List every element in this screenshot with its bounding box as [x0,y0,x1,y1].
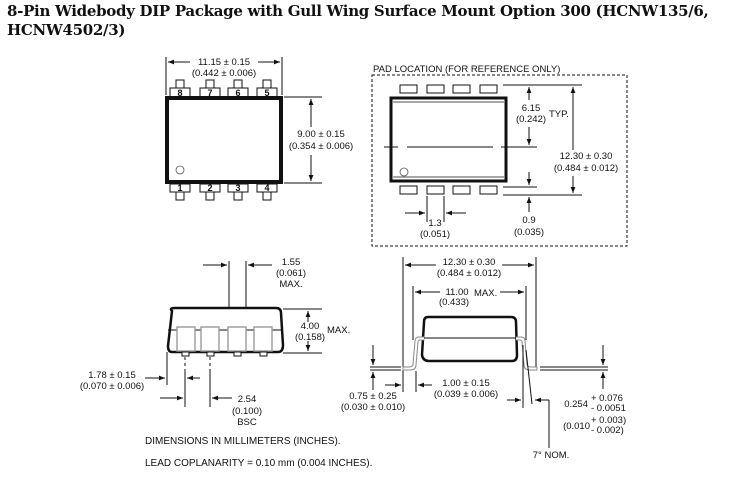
width-in: (0.442 ± 0.006) [192,68,256,79]
pad-width-mm: 1.3 [428,218,441,229]
pin1-indicator [175,165,185,175]
pads-bottom [399,185,498,195]
standoff-in: (0.030 ± 0.010) [341,402,405,413]
thickness-in-plus: + 0.003) [591,415,626,426]
side-height-in: (0.158) [295,332,325,343]
coplanarity-note: LEAD COPLANARITY = 0.10 mm (0.004 INCHES… [145,458,372,469]
lead-width-in: (0.061) [276,268,306,279]
pin-label: 3 [235,183,240,193]
end-view: 12.30 ± 0.30 (0.484 ± 0.012) 11.00 (0.43… [341,257,626,461]
thickness-mm: 0.254 [564,399,588,410]
foot-mm: 1.00 ± 0.15 [442,378,489,389]
side-height-max: MAX. [327,325,350,336]
pad-width-in: (0.051) [420,229,450,240]
pin-label: 8 [177,88,182,98]
typ-label: TYP. [549,109,569,120]
pad-span-mm: 12.30 ± 0.30 [560,151,613,162]
pin-label: 4 [264,183,269,193]
pin-label: 5 [264,88,269,98]
pad-location-view: PAD LOCATION (FOR REFERENCE ONLY) 6.15 (… [371,64,628,247]
units-note: DIMENSIONS IN MILLIMETERS (INCHES). [145,436,341,447]
pad-span-in: (0.484 ± 0.012) [554,163,618,174]
standoff-mm: 0.75 ± 0.25 [349,391,396,402]
bottom-pins [169,183,278,201]
height-mm: 9.00 ± 0.15 [297,129,344,140]
pad-length-in: (0.035) [514,227,544,238]
end-mm: 1.78 ± 0.15 [88,370,135,381]
page-title: 8-Pin Widebody DIP Package with Gull Win… [7,2,709,39]
top-view: 11.15 ± 0.15 (0.442 ± 0.006) 8 7 6 5 1 2… [165,57,353,201]
height-in: (0.354 ± 0.006) [289,141,353,152]
side-height-mm: 4.00 [301,321,320,332]
pitch-bsc: BSC [237,417,257,428]
body-in: (0.433) [439,297,469,308]
angle-label: 7° NOM. [533,450,570,461]
foot-in: (0.039 ± 0.006) [434,389,498,400]
pad-pitch-mm: 6.15 [522,103,541,114]
pad-pitch-in: (0.242) [516,114,546,125]
lead-tips [181,351,268,357]
side-leads [176,326,273,352]
side-view: 1.55 (0.061) MAX. 4.00 (0.158) MAX. [80,257,350,428]
thickness-mm-minus: - 0.0051 [591,403,626,414]
body-max: MAX. [474,288,497,299]
right-lead [516,336,538,371]
left-lead [402,336,424,371]
pin-label: 1 [177,183,182,193]
lead-width-mm: 1.55 [282,257,301,268]
thickness-in-minus: - 0.002) [591,425,624,436]
pads-top [399,84,498,94]
pad-location-heading: PAD LOCATION (FOR REFERENCE ONLY) [373,64,560,75]
pad-package-outline [389,96,508,183]
lead-width-max: MAX. [279,279,302,290]
pin-label: 6 [235,88,240,98]
top-pins [169,79,278,98]
pitch-mm: 2.54 [238,394,257,405]
pad-length-mm: 0.9 [522,215,535,226]
width-mm: 11.15 ± 0.15 [198,57,250,68]
package-body [165,96,283,184]
overall-in: (0.484 ± 0.012) [437,268,501,279]
reference-box [371,74,628,247]
thickness-mm-plus: + 0.076 [591,393,623,404]
end-package-body [420,315,519,363]
overall-mm: 12.30 ± 0.30 [443,257,496,268]
pitch-in: (0.100) [232,406,262,417]
body-mm: 11.00 [445,287,468,298]
pin1-indicator [399,167,409,177]
pin-label: 2 [207,183,212,193]
end-in: (0.070 ± 0.006) [80,381,144,392]
thickness-in: (0.010 [563,421,590,432]
pin-label: 7 [207,88,212,98]
